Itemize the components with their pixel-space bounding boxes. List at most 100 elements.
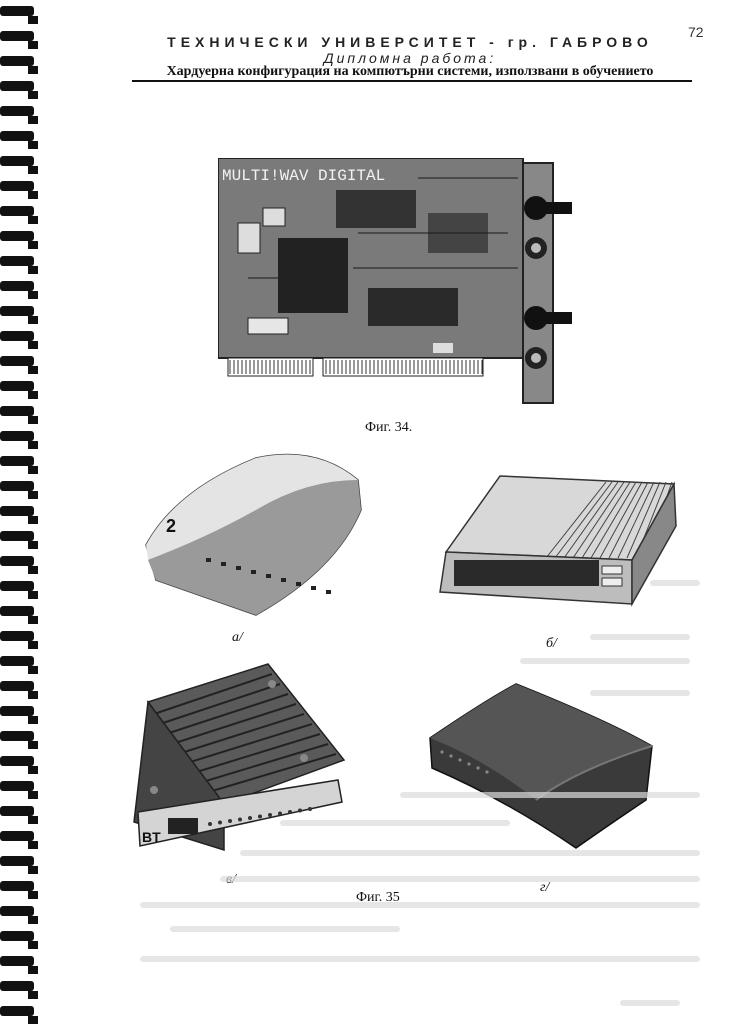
binding-coil-end bbox=[28, 691, 38, 699]
modem-v-image: BT bbox=[133, 663, 346, 852]
binding-coil-end bbox=[28, 741, 38, 749]
binding-coil-end bbox=[28, 341, 38, 349]
binding-coil-end bbox=[28, 366, 38, 374]
binding-coil-end bbox=[28, 241, 38, 249]
binding-coil-end bbox=[28, 791, 38, 799]
header-subtitle: Хардуерна конфигурация на компютърни сис… bbox=[166, 64, 654, 79]
binding-coil-end bbox=[28, 266, 38, 274]
figure-35-label-b: б/ bbox=[546, 636, 557, 651]
binding-coil-end bbox=[28, 166, 38, 174]
binding-coil-end bbox=[28, 191, 38, 199]
binding-coil bbox=[0, 56, 34, 66]
binding-coil bbox=[0, 131, 34, 141]
bleed-through-line bbox=[240, 850, 700, 856]
binding-coil-end bbox=[28, 991, 38, 999]
binding-coil-end bbox=[28, 491, 38, 499]
binding-coil bbox=[0, 156, 34, 166]
board-label: MULTI!WAV DIGITAL bbox=[222, 167, 385, 185]
binding-coil-end bbox=[28, 666, 38, 674]
binding-coil-end bbox=[28, 566, 38, 574]
binding-coil bbox=[0, 656, 34, 666]
binding-coil-end bbox=[28, 216, 38, 224]
binding-coil bbox=[0, 631, 34, 641]
binding-coil-end bbox=[28, 816, 38, 824]
binding-coil-end bbox=[28, 616, 38, 624]
binding-coil bbox=[0, 356, 34, 366]
binding-coil-end bbox=[28, 1016, 38, 1024]
spiral-binding bbox=[0, 6, 38, 1024]
binding-coil-end bbox=[28, 841, 38, 849]
binding-coil bbox=[0, 581, 34, 591]
binding-coil-end bbox=[28, 416, 38, 424]
binding-coil bbox=[0, 831, 34, 841]
binding-coil bbox=[0, 706, 34, 716]
binding-coil-end bbox=[28, 916, 38, 924]
binding-coil-end bbox=[28, 116, 38, 124]
bleed-through-line bbox=[520, 658, 690, 664]
binding-coil bbox=[0, 881, 34, 891]
binding-coil-end bbox=[28, 591, 38, 599]
binding-coil bbox=[0, 481, 34, 491]
binding-coil bbox=[0, 431, 34, 441]
bleed-through-line bbox=[620, 1000, 680, 1006]
binding-coil bbox=[0, 231, 34, 241]
binding-coil bbox=[0, 181, 34, 191]
binding-coil-end bbox=[28, 91, 38, 99]
binding-coil-end bbox=[28, 966, 38, 974]
binding-coil-end bbox=[28, 291, 38, 299]
modem-v-logo: BT bbox=[142, 829, 161, 845]
header-university: ТЕХНИЧЕСКИ УНИВЕРСИТЕТ - гр. ГАБРОВО bbox=[167, 34, 653, 50]
binding-coil bbox=[0, 806, 34, 816]
binding-coil bbox=[0, 1006, 34, 1016]
bleed-through-line bbox=[140, 956, 700, 962]
bleed-through-line bbox=[590, 634, 690, 640]
header-thesis-label: Дипломна работа: bbox=[323, 50, 497, 66]
binding-coil bbox=[0, 256, 34, 266]
binding-coil-end bbox=[28, 41, 38, 49]
binding-coil bbox=[0, 506, 34, 516]
figure-35-label-g: г/ bbox=[540, 880, 550, 895]
binding-coil bbox=[0, 281, 34, 291]
binding-coil-end bbox=[28, 16, 38, 24]
binding-coil bbox=[0, 931, 34, 941]
binding-coil bbox=[0, 906, 34, 916]
binding-coil bbox=[0, 81, 34, 91]
bleed-through-line bbox=[140, 902, 700, 908]
binding-coil bbox=[0, 731, 34, 741]
binding-coil-end bbox=[28, 391, 38, 399]
figure-34-caption: Фиг. 34. bbox=[365, 420, 413, 435]
bleed-through-line bbox=[400, 792, 700, 798]
binding-coil-end bbox=[28, 66, 38, 74]
binding-coil bbox=[0, 781, 34, 791]
binding-coil bbox=[0, 206, 34, 216]
binding-coil-end bbox=[28, 516, 38, 524]
binding-coil bbox=[0, 31, 34, 41]
page-number: 72 bbox=[688, 24, 704, 40]
bleed-through-line bbox=[590, 690, 690, 696]
binding-coil bbox=[0, 381, 34, 391]
binding-coil bbox=[0, 406, 34, 416]
binding-coil bbox=[0, 956, 34, 966]
binding-coil bbox=[0, 106, 34, 116]
binding-coil-end bbox=[28, 716, 38, 724]
binding-coil bbox=[0, 6, 34, 16]
binding-coil bbox=[0, 856, 34, 866]
binding-coil bbox=[0, 756, 34, 766]
binding-coil-end bbox=[28, 316, 38, 324]
binding-coil-end bbox=[28, 466, 38, 474]
bleed-through-line bbox=[220, 876, 700, 882]
svg-text:2: 2 bbox=[166, 516, 176, 536]
modem-b-image bbox=[439, 475, 677, 607]
binding-coil-end bbox=[28, 141, 38, 149]
binding-coil-end bbox=[28, 941, 38, 949]
binding-coil bbox=[0, 456, 34, 466]
binding-coil bbox=[0, 531, 34, 541]
binding-coil-end bbox=[28, 866, 38, 874]
binding-coil-end bbox=[28, 766, 38, 774]
binding-coil bbox=[0, 556, 34, 566]
bleed-through-line bbox=[280, 820, 510, 826]
binding-coil bbox=[0, 306, 34, 316]
figure-35-caption: Фиг. 35 bbox=[356, 890, 400, 905]
binding-coil-end bbox=[28, 891, 38, 899]
modem-a-image: 2 bbox=[145, 453, 362, 616]
